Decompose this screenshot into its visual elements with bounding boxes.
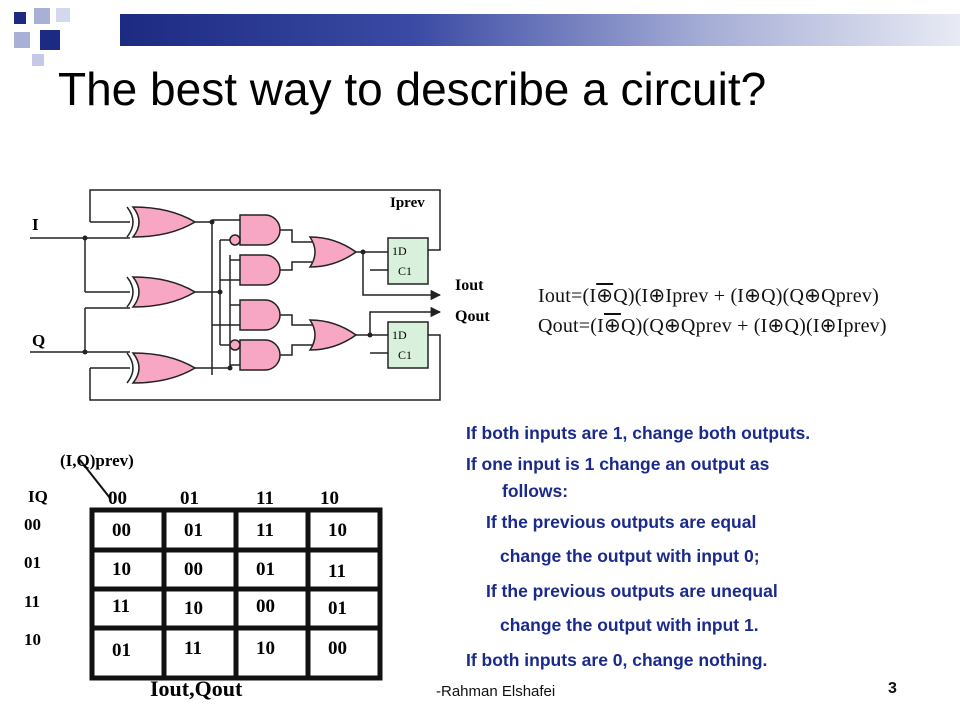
- kmap-col-header: 00: [108, 488, 127, 509]
- kmap-row-header: 00: [24, 515, 41, 534]
- kmap-cell: 10: [256, 638, 275, 659]
- kmap-cell: 00: [256, 596, 275, 617]
- circuit-diagram: I Q Iprev Iout Qout 1D C1 1D C1: [30, 189, 490, 401]
- kmap-cell: 11: [328, 561, 346, 582]
- ff2-d-label: 1D: [392, 328, 407, 342]
- rule-line: change the output with input 0;: [500, 546, 760, 566]
- rules-list: If both inputs are 1, change both output…: [466, 416, 936, 677]
- kmap-row-header: 01: [24, 553, 41, 572]
- kmap-cell: 10: [112, 559, 131, 580]
- iout-label: Iout: [455, 277, 484, 294]
- input-i-label: I: [32, 215, 39, 234]
- footer-author: -Rahman Elshafei: [436, 683, 556, 700]
- kmap-col-headers: 00 01 11 10: [108, 488, 339, 509]
- page-number: 3: [888, 680, 897, 697]
- iprev-label: Iprev: [390, 195, 425, 211]
- kmap-cell: 11: [184, 638, 202, 659]
- rule-line: follows:: [502, 480, 569, 501]
- kmap-row-header-label: IQ: [28, 487, 48, 506]
- kmap-cell: 11: [112, 596, 130, 617]
- title-banner: [120, 14, 960, 46]
- equation-iout: Iout=(I⊕Q)(I⊕Iprev + (I⊕Q)(Q⊕Qprev): [538, 285, 879, 307]
- kmap-cell: 01: [256, 559, 275, 580]
- kmap-col-header-label: (I,Q)prev): [60, 452, 134, 470]
- qout-label: Qout: [455, 308, 490, 325]
- kmap-cell: 00: [184, 559, 203, 580]
- kmap-cell: 11: [256, 520, 274, 541]
- corner-square-light-2: [56, 8, 70, 22]
- kmap-cell: 00: [112, 520, 131, 541]
- rule-line: If one input is 1 change an output as: [466, 453, 770, 474]
- kmap-row-header: 10: [24, 630, 41, 649]
- equation-qout: Qout=(I⊕Q)(Q⊕Qprev + (I⊕Q)(I⊕Iprev): [538, 315, 887, 337]
- karnaugh-map: (I,Q)prev) IQ 00 01 11 10 00 01 11 10 00…: [24, 452, 383, 701]
- input-q-label: Q: [32, 331, 45, 350]
- slide-title: The best way to describe a circuit?: [58, 63, 767, 115]
- corner-square-light-3: [14, 32, 30, 48]
- rule-line: change the output with input 1.: [500, 615, 759, 635]
- kmap-cell: 01: [184, 520, 203, 541]
- kmap-col-header: 11: [256, 488, 274, 509]
- rule-line: If both inputs are 0, change nothing.: [466, 649, 768, 670]
- rule-line: If the previous outputs are equal: [486, 511, 757, 532]
- kmap-cell: 10: [328, 520, 347, 541]
- kmap-caption: Iout,Qout: [150, 676, 243, 701]
- ff1-d-label: 1D: [392, 244, 407, 258]
- corner-square-dark-1: [14, 12, 26, 24]
- kmap-cell: 10: [184, 598, 203, 619]
- ff2-c-label: C1: [398, 348, 412, 362]
- kmap-grid: [89, 507, 383, 681]
- ff1-c-label: C1: [398, 264, 412, 278]
- corner-square-light-1: [34, 8, 50, 24]
- kmap-cell: 00: [328, 638, 347, 659]
- kmap-col-header: 01: [180, 488, 199, 509]
- rule-line: If both inputs are 1, change both output…: [466, 423, 811, 443]
- corner-square-dark-2: [40, 30, 60, 50]
- kmap-row-headers: 00 01 11 10: [24, 515, 41, 649]
- kmap-cell: 01: [112, 640, 131, 661]
- kmap-cells: 00 01 11 10 10 00 01 11 11 10 00 01 01 1…: [112, 520, 347, 661]
- rule-line: If the previous outputs are unequal: [486, 580, 778, 601]
- kmap-cell: 01: [328, 598, 347, 619]
- kmap-col-header: 10: [320, 488, 339, 509]
- kmap-row-header: 11: [24, 592, 40, 611]
- corner-square-light-4: [32, 54, 44, 66]
